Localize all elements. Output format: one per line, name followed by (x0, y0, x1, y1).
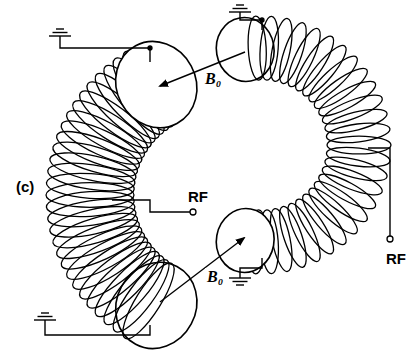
coil-winding (323, 105, 389, 138)
ground-wire (60, 36, 150, 62)
coil-winding (47, 147, 138, 190)
coil-end (211, 204, 279, 277)
ground-symbol (41, 312, 49, 313)
ground-wire (45, 320, 150, 335)
ground-symbol (233, 8, 248, 9)
ground-symbol (56, 28, 64, 29)
junction-dot (148, 46, 152, 50)
coil-winding (46, 171, 136, 202)
rf-lead (112, 200, 190, 212)
rf-terminal (190, 209, 196, 215)
field-arrow (160, 238, 244, 302)
coil-winding (61, 223, 150, 287)
coil-winding (46, 183, 134, 208)
junction-dot (260, 18, 264, 22)
ground-symbol (233, 281, 248, 282)
rf-label: RF (186, 188, 210, 205)
coil-winding (297, 189, 352, 250)
coil-end (101, 27, 212, 142)
coil-winding (319, 160, 385, 200)
field-label: B₀ (203, 70, 223, 88)
ground-symbol (229, 11, 251, 12)
coil-winding (274, 20, 311, 86)
ground-wire (240, 258, 262, 278)
rf-lead (368, 148, 390, 236)
coil-winding (327, 136, 391, 154)
coil-winding (258, 16, 281, 81)
ground-symbol (49, 35, 71, 36)
coil-winding (304, 183, 363, 240)
panel-label: (c) (14, 178, 36, 195)
rf-label: RF (384, 250, 408, 267)
coil-winding (297, 40, 352, 101)
ground-symbol (34, 319, 56, 320)
coil-winding (266, 17, 296, 83)
ground-symbol (236, 4, 244, 5)
coil-winding (274, 204, 311, 270)
ground-symbol (229, 277, 251, 278)
ground-symbol (236, 284, 244, 285)
coil-winding (315, 168, 380, 214)
ground-symbol (38, 316, 53, 317)
coil-winding (50, 206, 141, 255)
field-label: B₀ (205, 268, 225, 286)
coil-winding (310, 62, 372, 114)
ground-wire (240, 12, 262, 30)
ground-symbol (53, 32, 68, 33)
coil-winding (290, 195, 340, 258)
rf-terminal (387, 236, 393, 242)
coil-winding (325, 120, 391, 146)
